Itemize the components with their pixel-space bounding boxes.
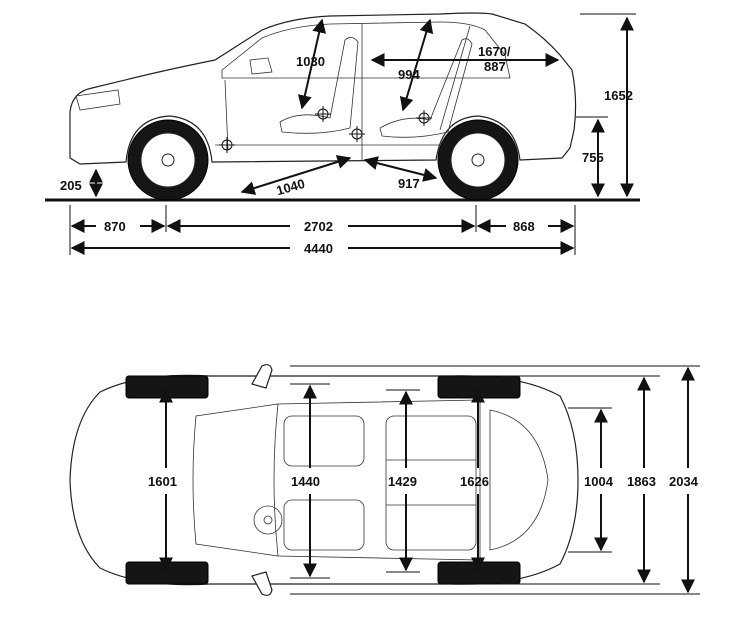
headroom-front-arrow: [297, 18, 327, 110]
top-car-body: [69, 374, 579, 586]
label-ground-clearance: 205: [60, 178, 82, 193]
side-mirror-icon: [249, 57, 273, 75]
length-extension-lines: [69, 205, 576, 255]
rear-seat: [379, 38, 473, 138]
rear-wheel: [437, 119, 519, 201]
label-loading-height: 755: [582, 150, 604, 165]
steering-hub: [263, 515, 273, 525]
side-view: 1030 994 1670/ 887 1652 755 205 1040 917…: [45, 12, 640, 256]
top-seats: [283, 415, 477, 551]
label-shoulder-rear: 1429: [388, 474, 417, 489]
label-shoulder-front: 1440: [291, 474, 320, 489]
label-headroom-rear: 994: [398, 67, 420, 82]
label-legroom-rear: 917: [398, 176, 420, 191]
legroom-front-arrow: [240, 155, 352, 195]
roof-outline: [277, 399, 481, 561]
front-seat: [279, 37, 359, 134]
label-rear-overhang: 868: [513, 219, 535, 234]
legroom-rear-arrow: [363, 156, 438, 182]
width-extension-lines: [290, 365, 700, 595]
c-pillar: [439, 25, 471, 131]
top-right-mirror-icon: [251, 571, 273, 596]
label-rear-track: 1626: [460, 474, 489, 489]
steering-wheel-icon: [253, 505, 283, 535]
top-view: 1601 1440 1429 1626 1004 1863 2034: [69, 364, 700, 596]
headlight: [75, 89, 121, 111]
side-window: [221, 21, 511, 79]
label-headroom-front: 1030: [296, 54, 325, 69]
windshield: [192, 403, 279, 557]
h-point-markers: [219, 106, 432, 153]
label-front-track: 1601: [148, 474, 177, 489]
label-body-width: 1863: [627, 474, 656, 489]
label-cargo-width: 1004: [584, 474, 614, 489]
label-wheelbase: 2702: [304, 219, 333, 234]
label-cargo-length: 887: [484, 59, 506, 74]
front-wheel: [127, 119, 209, 201]
label-overall-length: 4440: [304, 241, 333, 256]
label-cargo-height: 1670/: [478, 44, 511, 59]
rear-window: [489, 409, 549, 551]
label-overall-height: 1652: [604, 88, 633, 103]
label-front-overhang: 870: [104, 219, 126, 234]
label-width-with-mirrors: 2034: [669, 474, 699, 489]
top-left-mirror-icon: [251, 364, 273, 389]
